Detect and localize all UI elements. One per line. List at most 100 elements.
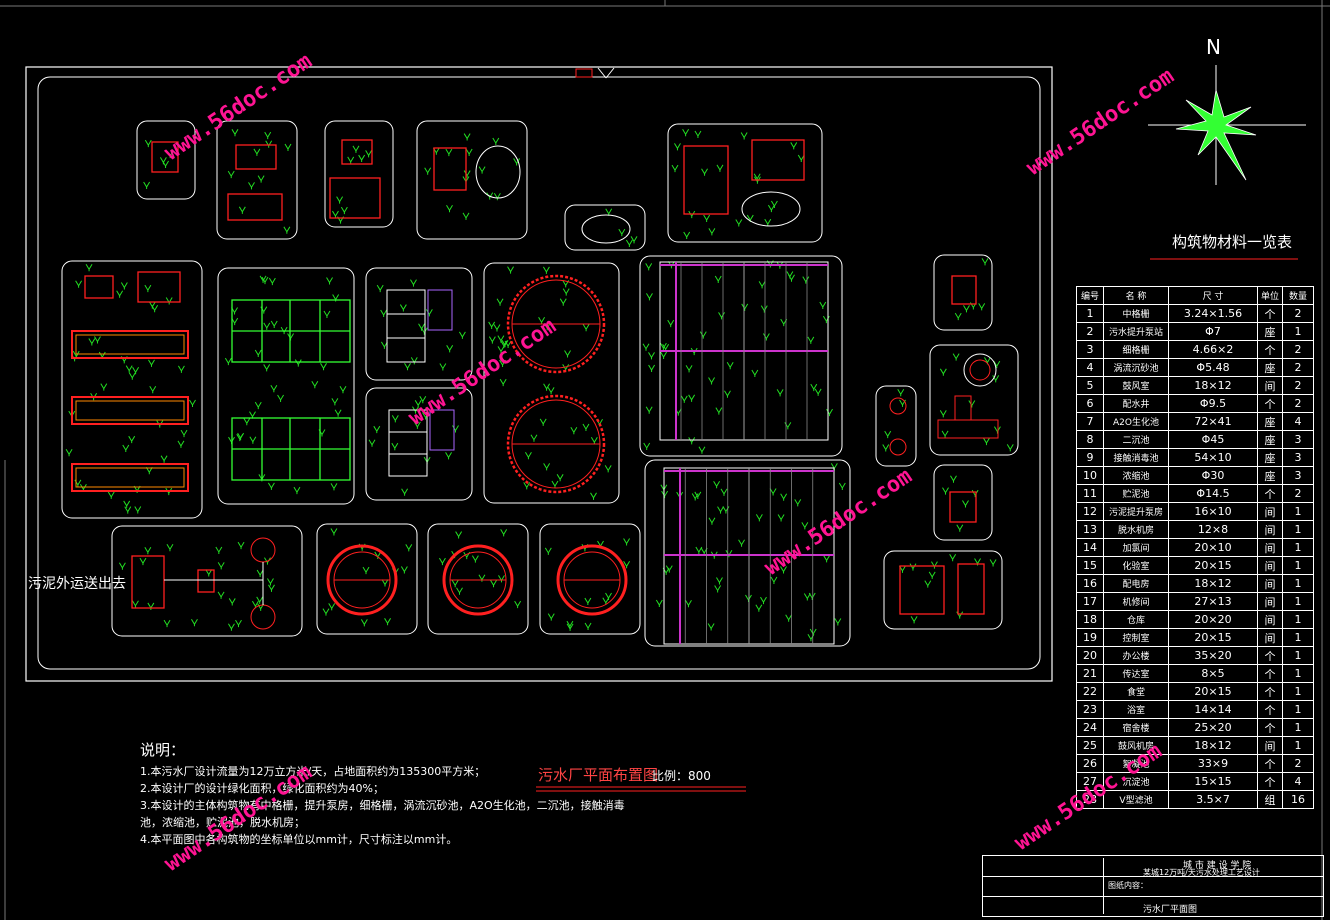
table-cell: 17: [1076, 592, 1104, 611]
building: [751, 139, 805, 181]
table-cell: 配水井: [1103, 394, 1169, 413]
table-cell: 25×20: [1168, 718, 1258, 737]
table-cell: 20×15: [1168, 556, 1258, 575]
tree-icon: [224, 357, 232, 366]
tree-icon: [160, 455, 168, 463]
table-cell: Φ30: [1168, 466, 1258, 485]
tree-icon: [277, 394, 285, 402]
tree-icon: [547, 387, 555, 395]
tree-icon: [562, 280, 570, 288]
tree-icon: [713, 480, 721, 489]
table-cell: 3: [1282, 430, 1314, 449]
tree-icon: [217, 562, 225, 570]
table-cell: 2: [1282, 394, 1314, 413]
tree-icon: [694, 491, 702, 499]
tree-icon: [243, 418, 251, 426]
tree-icon: [809, 628, 817, 636]
table-cell: 宿舍楼: [1103, 718, 1169, 737]
tree-icon: [928, 571, 936, 579]
table-cell: 20: [1076, 646, 1104, 665]
tree-icon: [391, 415, 399, 423]
building: [951, 275, 977, 305]
table-cell: 中格栅: [1103, 304, 1169, 323]
tree-icon: [293, 486, 301, 495]
tree-icon: [625, 239, 633, 247]
tree-icon: [143, 181, 151, 190]
tree-icon: [655, 599, 663, 608]
scale-label: 比例：800: [652, 769, 711, 783]
tree-icon: [90, 393, 98, 401]
tree-icon: [326, 277, 333, 285]
tree-icon: [217, 591, 225, 599]
tree-icon: [618, 228, 626, 237]
building: [151, 141, 179, 173]
tree-icon: [414, 400, 422, 408]
table-cell: 浴室: [1103, 700, 1169, 719]
tree-icon: [263, 322, 271, 330]
tree-icon: [191, 618, 198, 627]
title-drawing-label: 图纸内容：: [1108, 881, 1148, 890]
building: [131, 555, 165, 609]
table-cell: 1: [1282, 538, 1314, 557]
tree-icon: [802, 276, 810, 284]
building: [899, 565, 945, 615]
table-cell: 座: [1257, 412, 1283, 431]
table-header: 尺 寸: [1168, 286, 1258, 305]
tree-icon: [564, 350, 571, 358]
tree-icon: [838, 482, 846, 490]
table-cell: 间: [1257, 538, 1283, 557]
green-plot: [136, 120, 196, 200]
table-cell: 加氯间: [1103, 538, 1169, 557]
tree-icon: [648, 352, 655, 360]
tree-icon: [703, 214, 711, 223]
table-cell: 1: [1282, 736, 1314, 755]
table-cell: 控制室: [1103, 628, 1169, 647]
table-cell: 化验室: [1103, 556, 1169, 575]
tree-icon: [478, 574, 486, 582]
tree-icon: [780, 566, 787, 574]
tree-icon: [75, 280, 83, 288]
design-notes: 说明： 1.本污水厂设计流量为12万立方米/天，占地面积约为135300平方米；…: [140, 742, 625, 848]
tree-icon: [132, 600, 139, 608]
table-cell: 26: [1076, 754, 1104, 773]
tree-icon: [268, 584, 275, 592]
tree-icon: [524, 452, 532, 460]
green-plot: [365, 387, 473, 501]
tree-icon: [499, 378, 507, 387]
tree-icon: [384, 618, 391, 626]
tree-icon: [493, 192, 501, 201]
tree-icon: [971, 489, 979, 498]
table-cell: 24: [1076, 718, 1104, 737]
note-line: 4.本平面图中各构筑物的坐标单位以mm计，尺寸标注以mm计。: [140, 833, 458, 846]
tree-icon: [391, 442, 399, 451]
tree-icon: [498, 575, 505, 583]
table-cell: 配电房: [1103, 574, 1169, 593]
tree-icon: [910, 616, 918, 624]
tree-icon: [328, 603, 336, 611]
v-filter-units: [231, 299, 351, 481]
tree-icon: [882, 444, 890, 452]
tree-icon: [725, 549, 733, 558]
table-cell: 3.24×1.56: [1168, 304, 1258, 323]
tree-icon: [674, 143, 681, 151]
tree-icon: [352, 145, 360, 153]
tree-icon: [981, 258, 989, 266]
tree-icon: [88, 338, 96, 346]
building: [433, 147, 467, 191]
table-cell: 12: [1076, 502, 1104, 521]
table-cell: 1: [1282, 322, 1314, 341]
table-cell: 15×15: [1168, 772, 1258, 791]
table-cell: 11: [1076, 484, 1104, 503]
tree-icon: [810, 383, 818, 392]
table-cell: 3: [1282, 466, 1314, 485]
tree-icon: [465, 148, 473, 157]
disinfection-tanks: [71, 330, 189, 492]
table-cell: 3: [1076, 340, 1104, 359]
tree-icon: [978, 303, 986, 311]
tree-icon: [648, 364, 656, 372]
tree-icon: [339, 385, 347, 394]
